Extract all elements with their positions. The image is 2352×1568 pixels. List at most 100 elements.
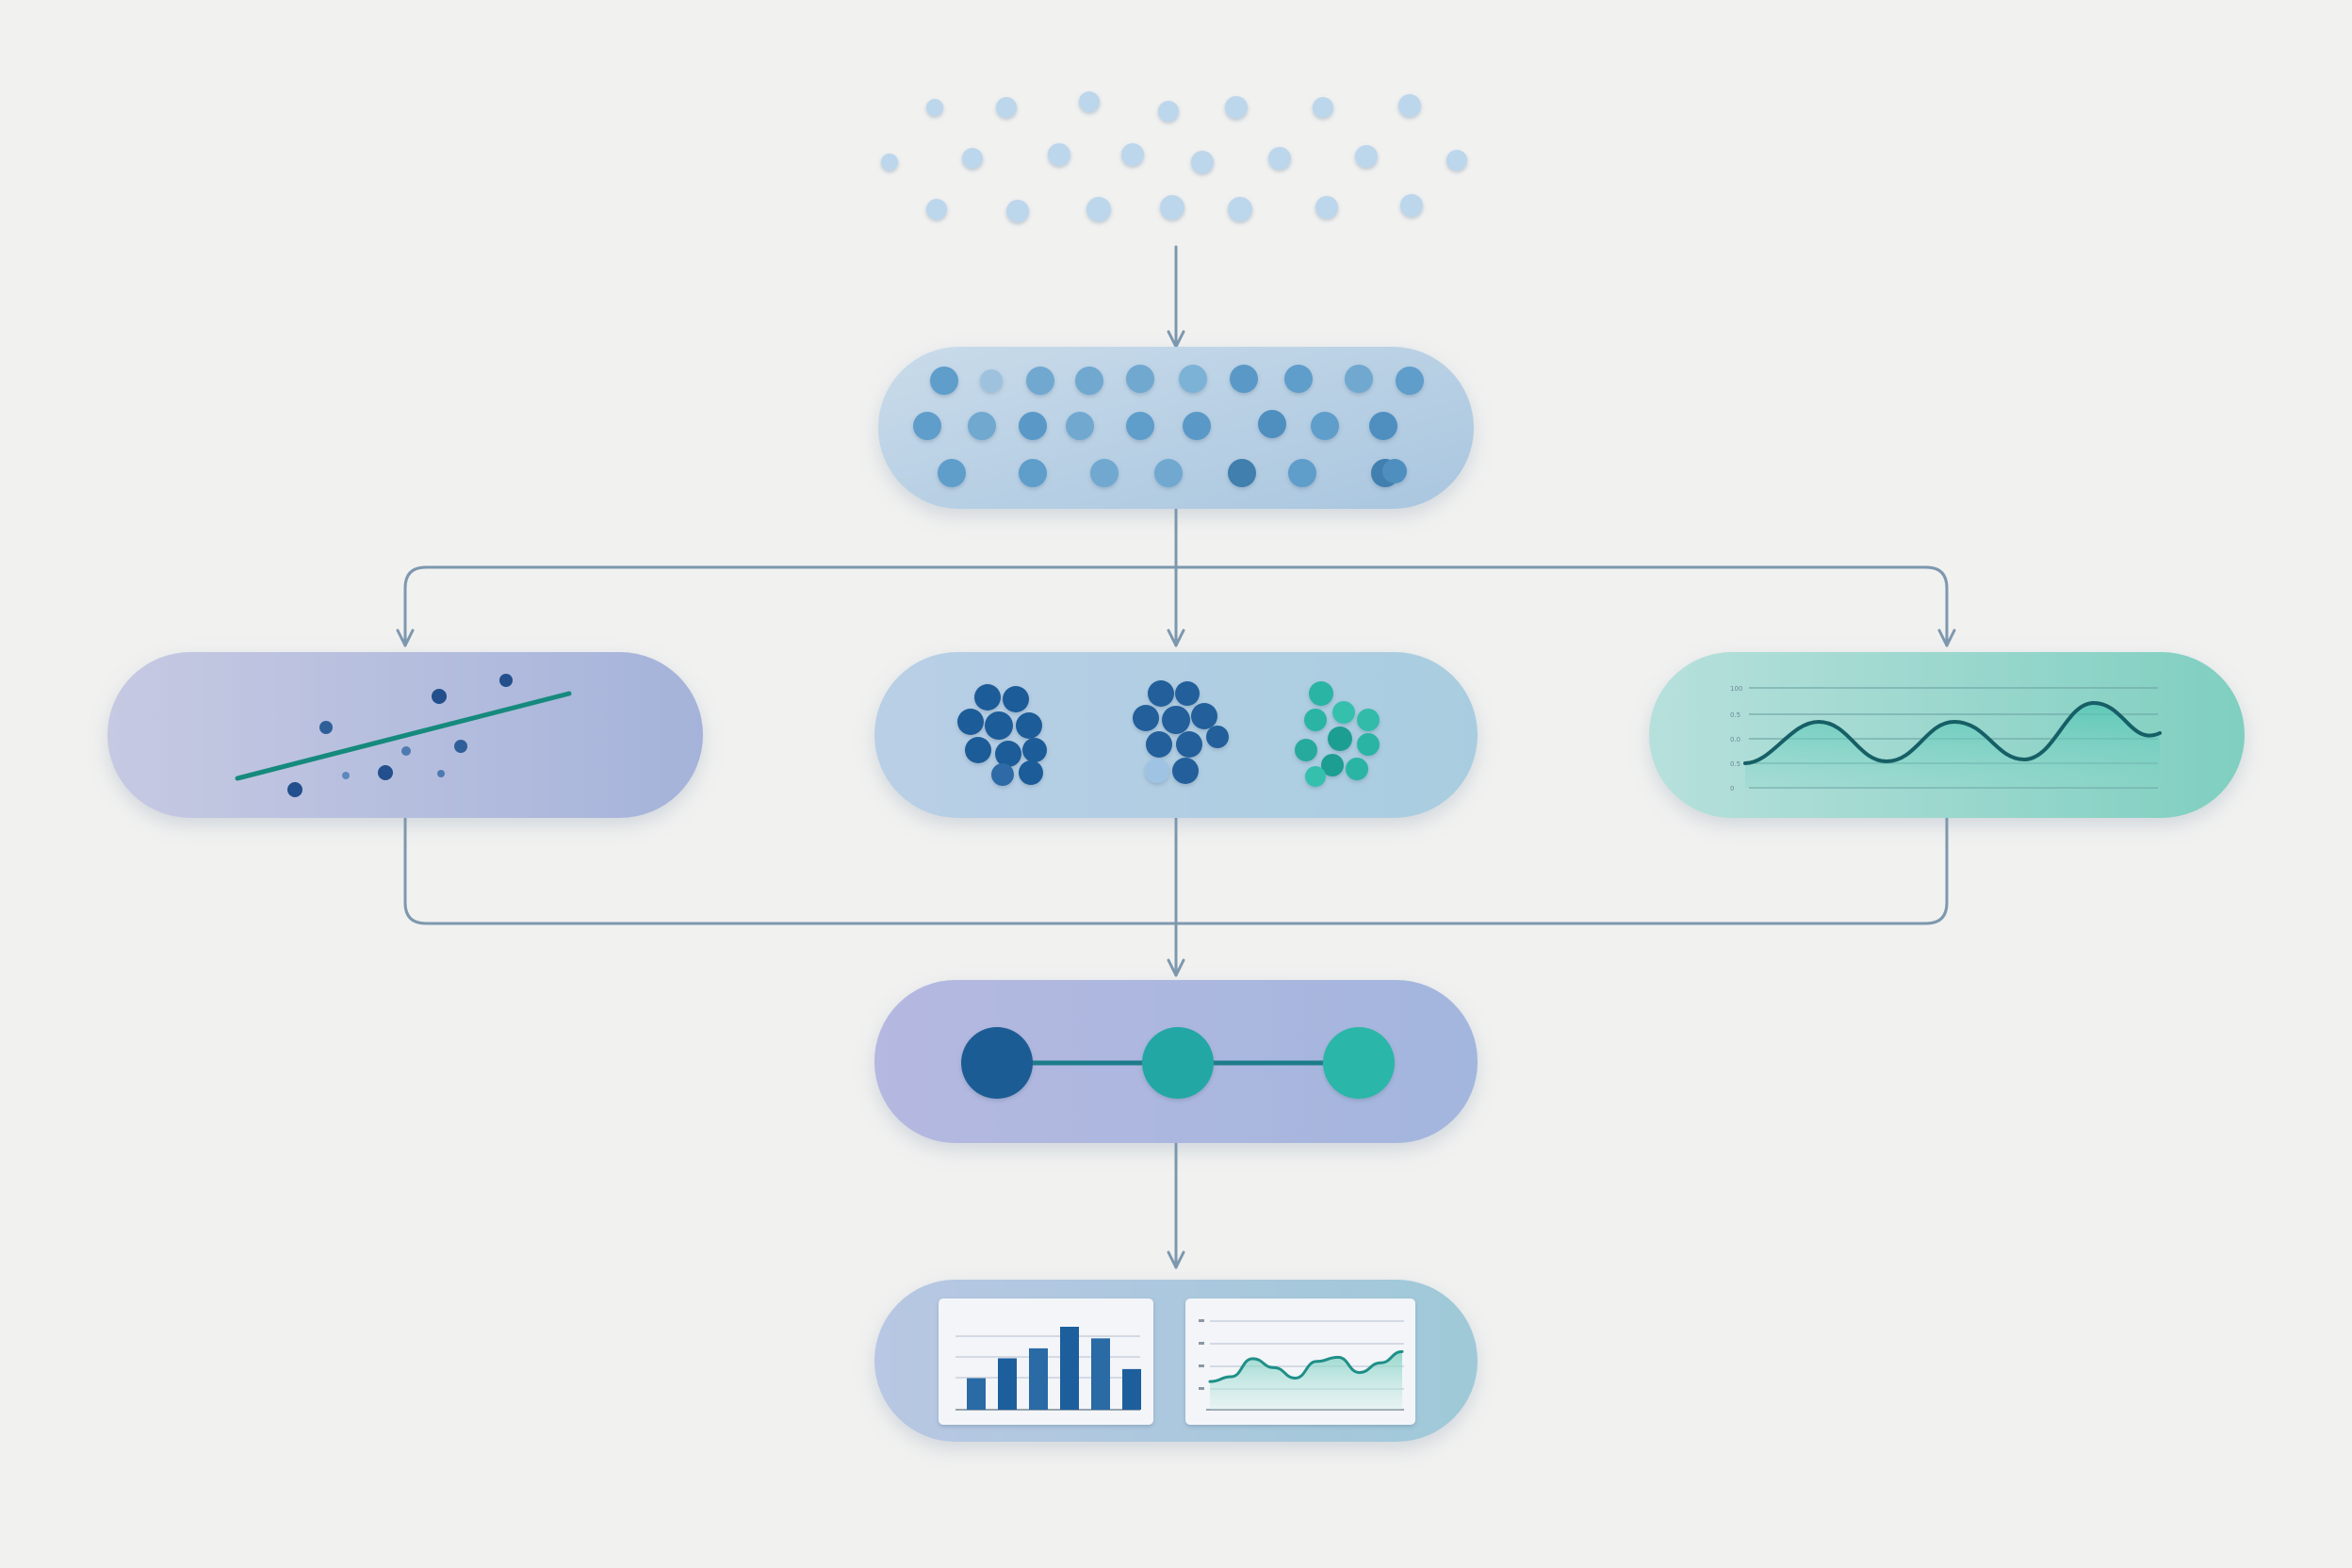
data-dot xyxy=(1228,459,1256,487)
report-bar xyxy=(1122,1368,1141,1410)
data-dot xyxy=(1075,367,1103,395)
raw-point xyxy=(926,199,947,220)
line-chart-line xyxy=(1208,1349,1404,1383)
raw-point xyxy=(926,99,943,116)
connector-right-merge xyxy=(1174,816,1949,925)
connector-branch-right xyxy=(1174,565,1956,647)
data-dot xyxy=(980,369,1003,392)
wave-line xyxy=(1743,700,2162,765)
wave-chart-icon: 100 0.5 0.0 0.5 0 xyxy=(1730,685,2162,792)
cluster-blue xyxy=(1133,680,1229,784)
raw-point xyxy=(1158,101,1179,122)
data-dot xyxy=(930,367,958,395)
data-dot xyxy=(1311,412,1339,440)
raw-point xyxy=(1225,96,1248,119)
line-chart-area xyxy=(1210,1351,1402,1410)
chart-tick-labels: 100 0.5 0.0 0.5 0 xyxy=(1730,685,1742,792)
raw-point xyxy=(1398,94,1421,117)
trend-line-icon xyxy=(235,674,572,797)
raw-point xyxy=(1355,145,1378,168)
raw-point xyxy=(1160,195,1184,220)
cluster-icon xyxy=(957,680,1380,787)
data-dot xyxy=(913,412,941,440)
data-dot xyxy=(1090,459,1119,487)
raw-point xyxy=(881,154,898,171)
data-dot xyxy=(1230,365,1258,393)
cluster-teal xyxy=(1295,681,1380,787)
data-dot xyxy=(1382,459,1407,483)
data-dot xyxy=(1179,365,1207,393)
time-series-node: 100 0.5 0.0 0.5 0 xyxy=(1649,652,2245,818)
pipeline-node xyxy=(874,980,1478,1143)
scatter-point xyxy=(319,721,333,734)
raw-point xyxy=(1400,194,1423,217)
report-bar xyxy=(1060,1327,1079,1410)
three-node-icon xyxy=(961,1027,1395,1099)
report-bar xyxy=(1029,1348,1048,1410)
wave-area xyxy=(1745,703,2160,788)
data-dot xyxy=(1019,459,1047,487)
connector-left-merge xyxy=(403,816,1178,925)
raw-point xyxy=(1446,150,1467,171)
data-dot xyxy=(1026,367,1054,395)
scatter-point xyxy=(342,772,350,779)
clustering-node xyxy=(874,652,1478,818)
data-dot xyxy=(1066,412,1094,440)
pipeline-node-3 xyxy=(1323,1027,1395,1099)
raw-point xyxy=(1315,196,1338,219)
scatter-point xyxy=(454,740,467,753)
raw-point xyxy=(1006,200,1029,222)
scatter-point xyxy=(437,770,445,777)
pipeline-node-2 xyxy=(1142,1027,1214,1099)
data-dot xyxy=(1396,367,1424,395)
chart-tick-label: 0.5 xyxy=(1730,711,1740,719)
connectors xyxy=(396,245,1956,1269)
raw-point xyxy=(1079,91,1100,112)
bar-chart-bars xyxy=(967,1327,1141,1410)
line-chart-ticks xyxy=(1199,1319,1204,1390)
report-bar xyxy=(998,1358,1017,1410)
raw-point xyxy=(1048,143,1070,166)
scatter-point xyxy=(401,746,411,756)
chart-tick-label: 100 xyxy=(1730,685,1742,693)
collected-data-node xyxy=(878,347,1474,509)
report-bar xyxy=(1091,1338,1110,1410)
regression-node xyxy=(107,652,703,818)
connector-branch-left xyxy=(396,565,1178,647)
data-dot xyxy=(1288,459,1316,487)
raw-point xyxy=(996,97,1017,118)
pipeline-node-1 xyxy=(961,1027,1033,1099)
clustering-pill xyxy=(874,652,1478,818)
report-bar xyxy=(967,1378,986,1410)
chart-tick-label: 0.0 xyxy=(1730,736,1740,743)
raw-points-icon xyxy=(881,91,1467,222)
data-dot xyxy=(968,412,996,440)
data-dot xyxy=(1126,412,1154,440)
raw-point xyxy=(1121,143,1144,166)
scatter-point xyxy=(287,782,302,797)
chart-tick-label: 0 xyxy=(1730,785,1734,792)
data-dot xyxy=(1284,365,1313,393)
scatter-point xyxy=(499,674,513,687)
data-dot xyxy=(1345,365,1373,393)
data-dot xyxy=(938,459,966,487)
scatter-point xyxy=(432,689,447,704)
dashboard-node xyxy=(874,1280,1478,1442)
report-charts-icon xyxy=(939,1298,1415,1425)
raw-point xyxy=(1086,197,1111,221)
data-dot xyxy=(1258,410,1286,438)
data-dot xyxy=(1126,365,1154,393)
dot-grid-icon xyxy=(913,365,1424,487)
scatter-point xyxy=(378,765,393,780)
data-dot xyxy=(1183,412,1211,440)
cluster-navy xyxy=(957,684,1047,786)
raw-point xyxy=(1313,97,1333,118)
raw-point xyxy=(962,148,983,169)
raw-point xyxy=(1228,197,1252,221)
data-dot xyxy=(1154,459,1183,487)
chart-tick-label: 0.5 xyxy=(1730,760,1740,768)
data-dot xyxy=(1019,412,1047,440)
trend-line xyxy=(235,691,572,781)
